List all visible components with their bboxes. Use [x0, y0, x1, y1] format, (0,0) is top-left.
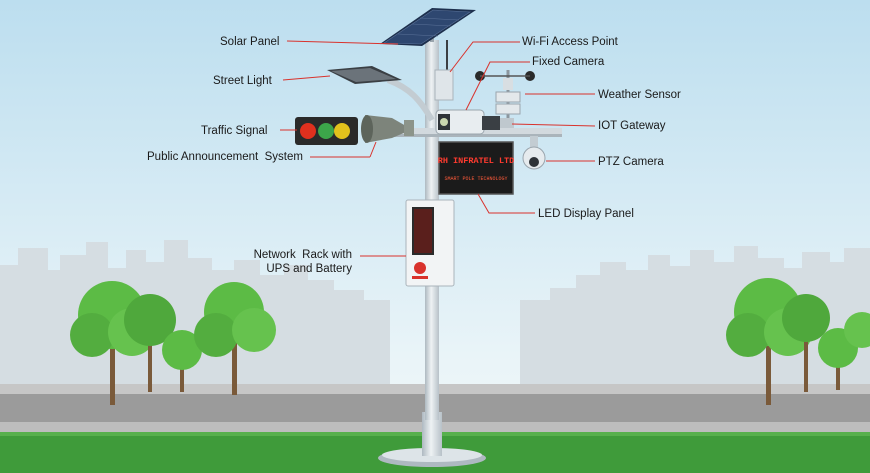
led-text-line2: SMART POLE TECHNOLOGY: [444, 176, 507, 182]
network-rack: [406, 200, 454, 286]
fixed-camera: [436, 110, 484, 134]
label-traffic-signal: Traffic Signal: [201, 124, 267, 138]
label-wifi-access-point: Wi-Fi Access Point: [522, 35, 618, 49]
label-iot-gateway: IOT Gateway: [598, 119, 666, 133]
label-ptz-camera: PTZ Camera: [598, 155, 664, 169]
label-led-display-panel: LED Display Panel: [538, 207, 634, 221]
label-network-rack: Network Rack with UPS and Battery: [226, 248, 352, 276]
label-public-announcement: Public Announcement System: [147, 150, 303, 164]
label-network-rack-line1: Network Rack with: [226, 248, 352, 262]
led-text-line1: RH INFRATEL LTD: [438, 156, 515, 166]
label-solar-panel: Solar Panel: [220, 35, 279, 49]
traffic-signal: [295, 117, 358, 145]
led-display-panel: RH INFRATEL LTD SMART POLE TECHNOLOGY: [438, 142, 515, 194]
label-network-rack-line2: UPS and Battery: [226, 262, 352, 276]
label-fixed-camera: Fixed Camera: [532, 55, 604, 69]
iot-gateway: [482, 116, 514, 130]
label-street-light: Street Light: [213, 74, 272, 88]
label-weather-sensor: Weather Sensor: [598, 88, 681, 102]
